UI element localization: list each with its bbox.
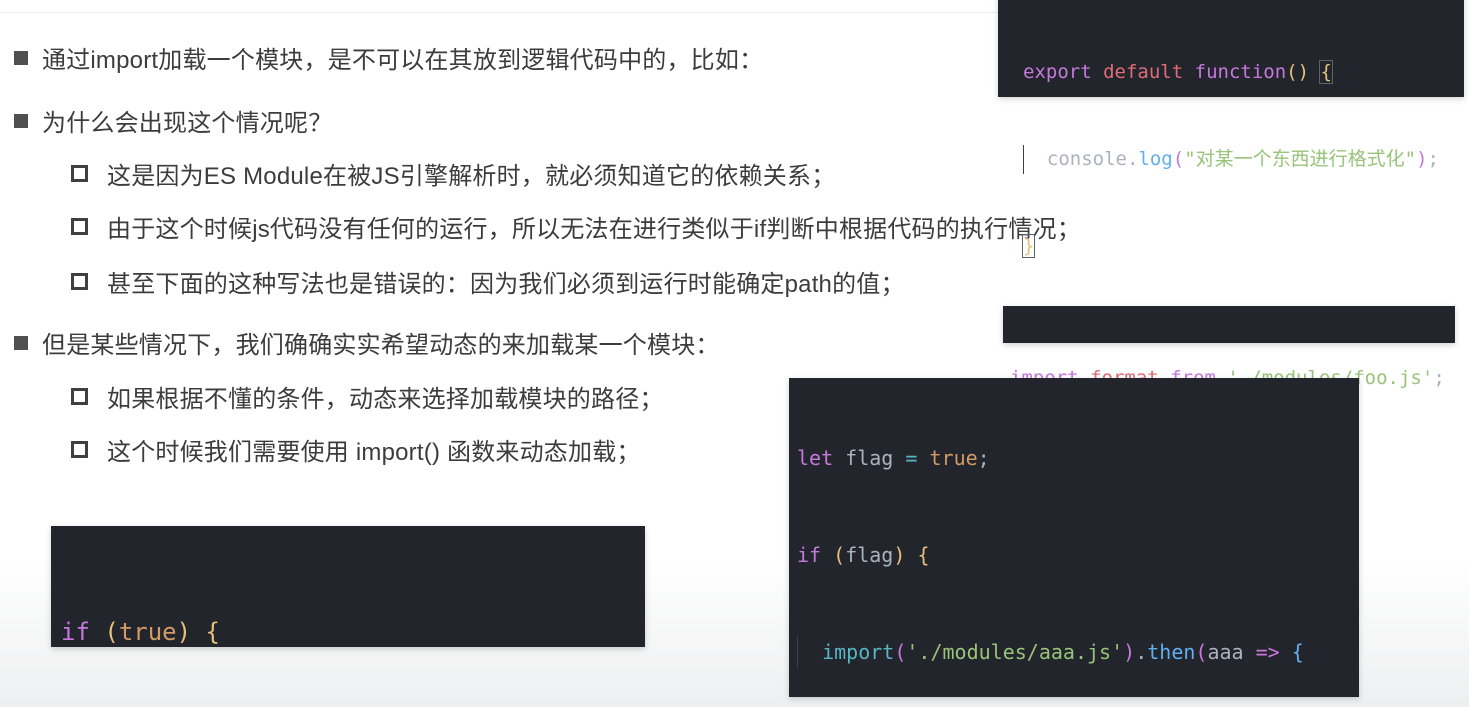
solid-square-bullet-icon bbox=[14, 335, 28, 350]
code-line: console.log("对某一个东西进行格式化"); bbox=[1023, 145, 1464, 174]
code-block-export-default: export default function() { console.log(… bbox=[998, 0, 1464, 258]
bullet-l2-choose-path: 如果根据不懂的条件，动态来选择加载模块的路径； bbox=[71, 379, 664, 414]
bullet-l1-import-not-in-logic: 通过import加载一个模块，是不可以在其放到逻辑代码中的，比如： bbox=[14, 40, 763, 75]
bullet-l2-es-module-parse: 这是因为ES Module在被JS引擎解析时，就必须知道它的依赖关系； bbox=[71, 156, 835, 191]
bullet-text: 为什么会出现这个情况呢？ bbox=[42, 110, 333, 137]
bullet-l2-no-runtime: 由于这个时候js代码没有任何的运行，所以无法在进行类似于if判断中根据代码的执行… bbox=[71, 209, 1081, 244]
hollow-square-bullet-icon bbox=[71, 218, 88, 235]
code-block-import-format: import format from './modules/foo.js'; bbox=[1003, 306, 1455, 389]
bullet-text: 甚至下面的这种写法也是错误的：因为我们必须到运行时能确定path的值； bbox=[107, 271, 905, 298]
solid-square-bullet-icon bbox=[14, 113, 28, 128]
bullet-text: 由于这个时候js代码没有任何的运行，所以无法在进行类似于if判断中根据代码的执行… bbox=[107, 216, 1081, 243]
code-block-if-true-import: if (true) { import sub from './modules/f… bbox=[51, 526, 645, 647]
code-line: if (flag) { bbox=[797, 543, 930, 568]
bullet-text: 这是因为ES Module在被JS引擎解析时，就必须知道它的依赖关系； bbox=[107, 163, 836, 190]
bullet-text: 但是某些情况下，我们确确实实希望动态的来加载某一个模块： bbox=[42, 332, 720, 359]
code-line: if (true) { bbox=[61, 618, 220, 646]
bullet-text: 这个时候我们需要使用 import() 函数来动态加载； bbox=[107, 439, 641, 466]
hollow-square-bullet-icon bbox=[71, 441, 88, 458]
code-line: let flag = true; bbox=[797, 446, 990, 471]
hollow-square-bullet-icon bbox=[71, 273, 88, 290]
bullet-l1-dynamic-load: 但是某些情况下，我们确确实实希望动态的来加载某一个模块： bbox=[14, 325, 720, 360]
bullet-text: 通过import加载一个模块，是不可以在其放到逻辑代码中的，比如： bbox=[42, 47, 764, 74]
bullet-l1-why: 为什么会出现这个情况呢？ bbox=[14, 103, 332, 138]
hollow-square-bullet-icon bbox=[71, 388, 88, 405]
slide-top-divider bbox=[0, 12, 1000, 13]
code-line: } bbox=[1021, 234, 1036, 258]
bullet-l2-path-value: 甚至下面的这种写法也是错误的：因为我们必须到运行时能确定path的值； bbox=[71, 264, 905, 299]
hollow-square-bullet-icon bbox=[71, 165, 88, 182]
solid-square-bullet-icon bbox=[14, 50, 28, 65]
bullet-text: 如果根据不懂的条件，动态来选择加载模块的路径； bbox=[107, 386, 664, 413]
bullet-l2-import-function: 这个时候我们需要使用 import() 函数来动态加载； bbox=[71, 432, 641, 467]
code-block-dynamic-import: let flag = true; if (flag) { import('./m… bbox=[789, 378, 1359, 697]
code-line: export default function() { bbox=[1023, 60, 1333, 84]
code-line: import('./modules/aaa.js').then(aaa => { bbox=[797, 635, 1359, 668]
